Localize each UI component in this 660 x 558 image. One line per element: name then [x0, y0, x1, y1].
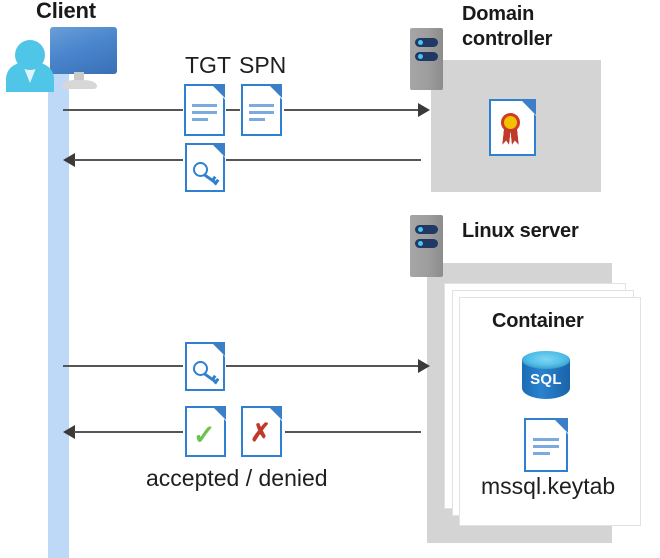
- flow-client-to-linux-segment-2: [226, 365, 421, 367]
- flow-client-to-dc-arrowhead: [418, 103, 430, 117]
- client-icon: [0, 0, 130, 100]
- flow-linux-to-client-arrowhead: [63, 425, 75, 439]
- ticket-key-document-icon: [185, 143, 225, 192]
- keytab-label: mssql.keytab: [481, 473, 616, 499]
- domain-controller-title-line1: Domain: [462, 3, 535, 25]
- person-head-icon: [15, 40, 45, 70]
- monitor-stand-icon: [74, 72, 84, 84]
- spn-document-icon: [241, 84, 282, 136]
- flow-dc-to-client-segment-1: [74, 159, 183, 161]
- domain-controller-title: Domain controller: [462, 2, 622, 52]
- container-title: Container: [492, 310, 584, 332]
- flow-client-to-dc-segment-1: [63, 109, 183, 111]
- flow-client-to-linux-arrowhead: [418, 359, 430, 373]
- server-rack-icon: [410, 215, 443, 277]
- spn-label: SPN: [239, 52, 287, 78]
- cross-icon: ✗: [250, 419, 271, 447]
- linux-server-title: Linux server: [462, 220, 579, 242]
- accepted-denied-caption: accepted / denied: [146, 465, 328, 491]
- sql-database-icon: SQL: [522, 351, 570, 407]
- client-title: Client: [36, 0, 96, 23]
- sql-database-label: SQL: [530, 371, 562, 388]
- flow-dc-to-client-arrowhead: [63, 153, 75, 167]
- flow-client-to-dc-segment-2: [226, 109, 240, 111]
- monitor-base-icon: [62, 80, 97, 89]
- flow-linux-to-client-segment-2: [285, 431, 421, 433]
- tgt-label: TGT: [185, 52, 231, 78]
- flow-client-to-linux-segment-1: [63, 365, 183, 367]
- keytab-document-icon: [524, 418, 568, 472]
- accepted-document-icon: ✓: [185, 406, 226, 457]
- certificate-document-icon: [489, 99, 536, 156]
- client-lifeline: [48, 70, 69, 558]
- service-key-document-icon: [185, 342, 225, 391]
- flow-linux-to-client-segment-1: [74, 431, 183, 433]
- monitor-icon: [50, 27, 117, 74]
- domain-controller-title-line2: controller: [462, 28, 553, 50]
- tgt-document-icon: [184, 84, 225, 136]
- check-icon: ✓: [193, 420, 216, 450]
- server-rack-icon: [410, 28, 443, 90]
- flow-dc-to-client-segment-2: [226, 159, 421, 161]
- flow-client-to-dc-segment-3: [284, 109, 421, 111]
- container-card-front: [459, 297, 641, 526]
- denied-document-icon: ✗: [241, 406, 282, 457]
